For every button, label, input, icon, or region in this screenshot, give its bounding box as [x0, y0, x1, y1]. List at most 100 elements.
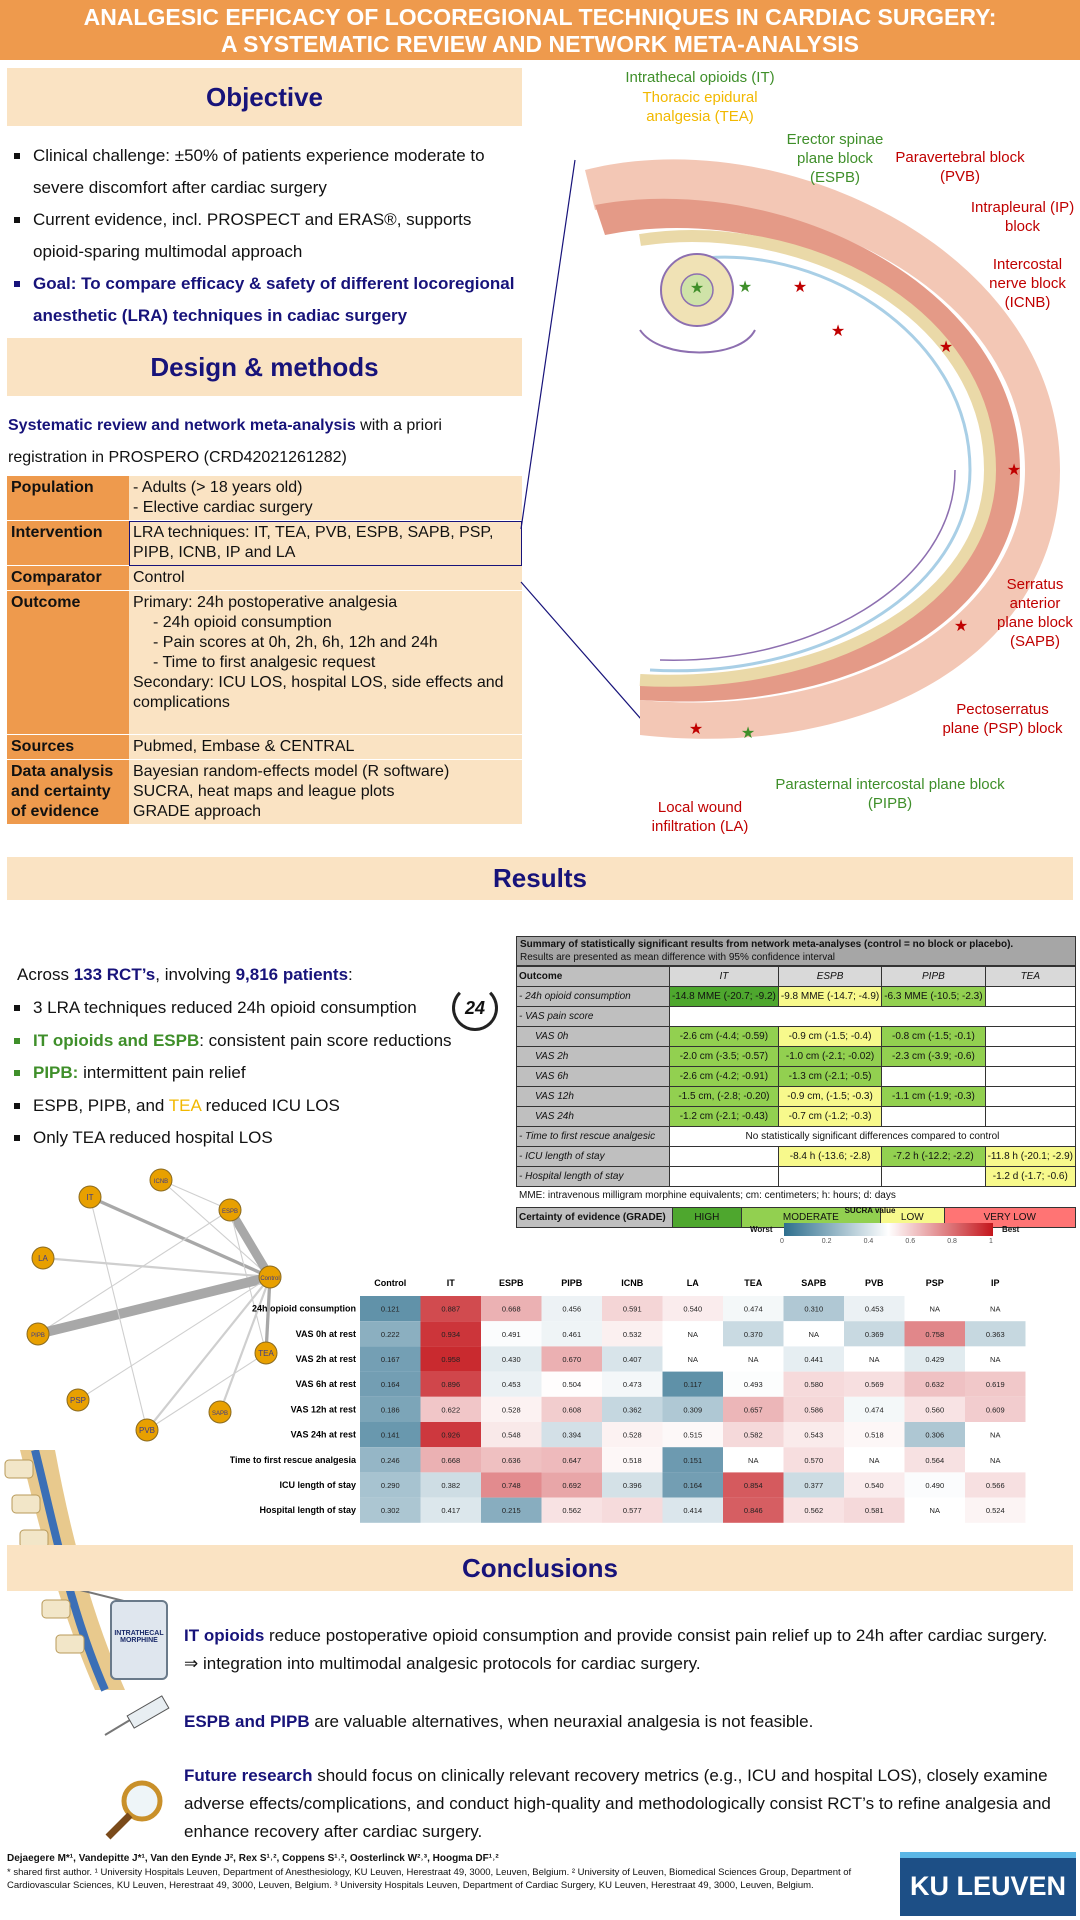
network-edge [36, 1272, 272, 1339]
heatmap-cell [602, 1396, 663, 1422]
network-node [26, 1322, 50, 1346]
result-cell: -2.6 cm (-4.2; -0.91) [668, 1066, 779, 1087]
heatmap-value: 0.396 [623, 1481, 642, 1490]
heatmap-value: 0.580 [804, 1380, 823, 1389]
heatmap-cell [481, 1321, 542, 1347]
heatmap-value: 0.647 [562, 1456, 581, 1465]
heatmap-value: 0.473 [623, 1380, 642, 1389]
objective-bullet: Clinical challenge: ±50% of patients exp… [8, 140, 523, 204]
heatmap-cell [904, 1396, 965, 1422]
outcome-label: VAS 2h [516, 1046, 670, 1067]
pico-line: GRADE approach [133, 803, 262, 820]
pico-line: - Time to first analgesic request [153, 654, 376, 671]
result-bullet: ESPB, PIPB, and TEA reduced ICU LOS [8, 1090, 478, 1123]
pico-line: - 24h opioid consumption [153, 614, 332, 631]
pico-value: Control [129, 565, 522, 591]
heatmap-cell [360, 1371, 421, 1397]
heatmap-row-label: VAS 0h at rest [296, 1329, 356, 1339]
injection-site-star-icon: ★ [793, 279, 807, 296]
heatmap-value: 0.518 [623, 1456, 642, 1465]
label-psp: Pectoserratus plane (PSP) block [942, 701, 1063, 737]
heatmap-cell [481, 1371, 542, 1397]
pico-line: Primary: 24h postoperative analgesia [133, 594, 398, 611]
result-cell [984, 1106, 1077, 1127]
result-cell: -2.0 cm (-3.5; -0.57) [668, 1046, 779, 1067]
heatmap-cell [541, 1321, 602, 1347]
heatmap-cell [662, 1497, 723, 1523]
heatmap-value: 0.758 [925, 1330, 944, 1339]
result-cell: -11.8 h (-20.1; -2.9) [984, 1146, 1077, 1167]
heatmap-value: 0.246 [381, 1456, 400, 1465]
heatmap-cell [783, 1371, 844, 1397]
network-edge [226, 1207, 274, 1280]
heatmap-row-label: VAS 6h at rest [296, 1379, 356, 1389]
heatmap-value: NA [688, 1330, 698, 1339]
heatmap-column-label: Control [374, 1278, 406, 1288]
heatmap-value: 0.668 [441, 1456, 460, 1465]
pico-row-population: Population- Adults (> 18 years old)- Ele… [7, 476, 522, 521]
heatmap-value: 0.934 [441, 1330, 460, 1339]
heatmap-value: 0.377 [804, 1481, 823, 1490]
heatmap-cell [965, 1396, 1026, 1422]
heatmap-cell [541, 1396, 602, 1422]
network-edge [146, 1352, 267, 1431]
design-heading: Design & methods [7, 338, 522, 396]
heatmap-value: 0.490 [925, 1481, 944, 1490]
heatmap-value: 0.461 [562, 1330, 581, 1339]
grade-moderate: MODERATE [740, 1207, 882, 1228]
heatmap-cell [844, 1447, 905, 1473]
affiliations: * shared first author. ¹ University Hosp… [7, 1867, 852, 1891]
thoracic-anatomy-illustration: ★★★★★★★★★ [585, 159, 1060, 742]
heatmap-cell [965, 1321, 1026, 1347]
heatmap-cell [783, 1396, 844, 1422]
highlight: ESPB and PIPB [184, 1712, 310, 1731]
heatmap-value: 0.164 [381, 1380, 400, 1389]
pico-table: Population- Adults (> 18 years old)- Ele… [7, 476, 522, 825]
heatmap-cell [783, 1497, 844, 1523]
heatmap-value: 0.543 [804, 1431, 823, 1440]
heatmap-cell [481, 1296, 542, 1322]
network-node [135, 1418, 159, 1442]
heatmap-cell [541, 1371, 602, 1397]
heatmap-value: NA [688, 1355, 698, 1364]
heatmap-cell [420, 1296, 481, 1322]
outcome-label: - Time to first rescue analgesic [516, 1126, 670, 1147]
heatmap-cell [783, 1472, 844, 1498]
legend-tick-label: 0.4 [863, 1238, 874, 1245]
heatmap-cell [844, 1472, 905, 1498]
heatmap-value: 0.581 [865, 1506, 884, 1515]
heatmap-row-label: VAS 24h at rest [291, 1430, 356, 1440]
heatmap-value: 0.608 [562, 1405, 581, 1414]
heatmap-cell [844, 1346, 905, 1372]
text: intermittent pain relief [78, 1063, 246, 1082]
injection-site-star-icon: ★ [690, 280, 704, 297]
heatmap-cell [360, 1296, 421, 1322]
highlight: Future research [184, 1766, 313, 1785]
heatmap-cell [904, 1371, 965, 1397]
heatmap-cell [844, 1497, 905, 1523]
design-intro: Systematic review and network meta-analy… [8, 410, 518, 474]
heatmap-cell [904, 1422, 965, 1448]
text: ⇒ integration into multimodal analgesic … [184, 1654, 701, 1673]
result-cell: -1.3 cm (-2.1; -0.5) [777, 1066, 883, 1087]
heatmap-value: NA [990, 1355, 1000, 1364]
heatmap-value: 0.524 [986, 1506, 1005, 1515]
heatmap-cell [904, 1472, 965, 1498]
pico-line: SUCRA, heat maps and league plots [133, 783, 395, 800]
heatmap-value: 0.302 [381, 1506, 400, 1515]
heatmap-column-label: LA [687, 1278, 699, 1288]
network-node-label: PIPB [31, 1333, 45, 1339]
heatmap-cell [481, 1472, 542, 1498]
heatmap-value: 0.636 [502, 1456, 521, 1465]
heatmap-cell [420, 1321, 481, 1347]
heatmap-value: NA [990, 1431, 1000, 1440]
heatmap-cell [965, 1346, 1026, 1372]
heatmap-value: 0.151 [683, 1456, 702, 1465]
objective-goal: Goal: To compare efficacy & safety of di… [8, 268, 523, 332]
heatmap-cell [723, 1447, 784, 1473]
text: ESPB, PIPB, and [33, 1095, 169, 1115]
heatmap-value: 0.306 [925, 1431, 944, 1440]
heatmap-value: 0.926 [441, 1431, 460, 1440]
pico-line: Secondary: ICU LOS, hospital LOS, side e… [133, 674, 504, 711]
